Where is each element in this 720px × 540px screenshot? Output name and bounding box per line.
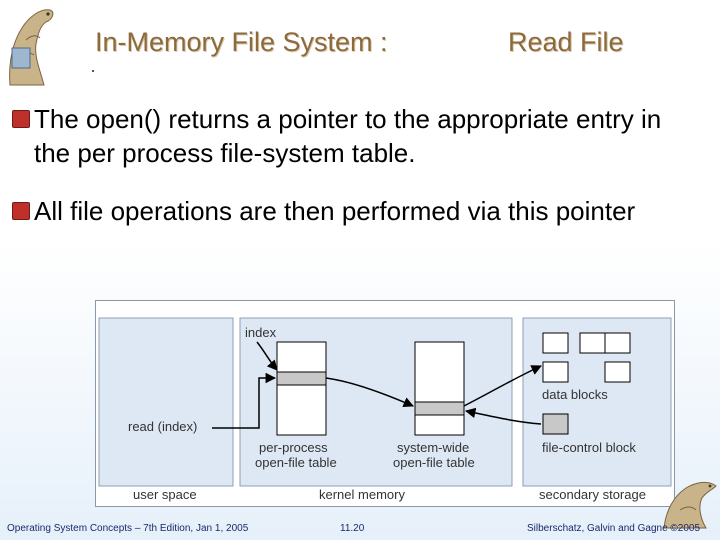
per-process-entry: [276, 371, 327, 386]
file-read-diagram: index read (index) per-process open-file…: [95, 300, 675, 507]
bullet-square-icon: [12, 110, 30, 128]
file-control-block: [542, 413, 569, 435]
diagram-canvas: index read (index) per-process open-file…: [95, 300, 675, 507]
data-blocks-label: data blocks: [542, 387, 608, 402]
bullet-text: The open() returns a pointer to the appr…: [34, 104, 662, 168]
data-block: [604, 332, 631, 354]
index-label: index: [245, 325, 277, 340]
dinosaur-logo-icon: [9, 9, 54, 86]
per-process-label-2: open-file table: [255, 455, 337, 470]
per-process-table: [276, 341, 327, 436]
system-wide-entry: [414, 401, 465, 416]
bullet-square-icon: [12, 202, 30, 220]
user-space-label: user space: [133, 487, 197, 502]
data-block: [604, 361, 631, 383]
fcb-label: file-control block: [542, 440, 636, 455]
system-wide-label: system-wide: [397, 440, 469, 455]
slide-title-subject: Read File: [508, 27, 624, 57]
data-block: [542, 361, 569, 383]
data-block-arrow: [463, 365, 542, 407]
fcb-arrow: [464, 407, 542, 425]
kernel-memory-label: kernel memory: [319, 487, 405, 502]
system-wide-label-2: open-file table: [393, 455, 475, 470]
dinosaur-footer-icon: [663, 481, 717, 529]
pointer-arrow: [325, 377, 414, 408]
read-arrow: [212, 372, 277, 429]
bullet-text: All file operations are then performed v…: [34, 196, 636, 226]
read-call-label: read (index): [128, 419, 197, 434]
decorative-dot: [92, 70, 94, 72]
user-space-region: [98, 317, 234, 487]
secondary-storage-label: secondary storage: [539, 487, 646, 502]
index-arrow: [256, 341, 278, 371]
slide-title: In-Memory File System :: [95, 27, 388, 57]
footer-authors: Silberschatz, Galvin and Gagne ©2005: [527, 523, 701, 534]
data-block: [579, 332, 606, 354]
footer-book-title: Operating System Concepts – 7th Edition,…: [7, 523, 249, 534]
footer-slide-number: 11.20: [340, 523, 365, 534]
system-wide-table: [414, 341, 465, 436]
data-block: [542, 332, 569, 354]
per-process-label: per-process: [259, 440, 328, 455]
